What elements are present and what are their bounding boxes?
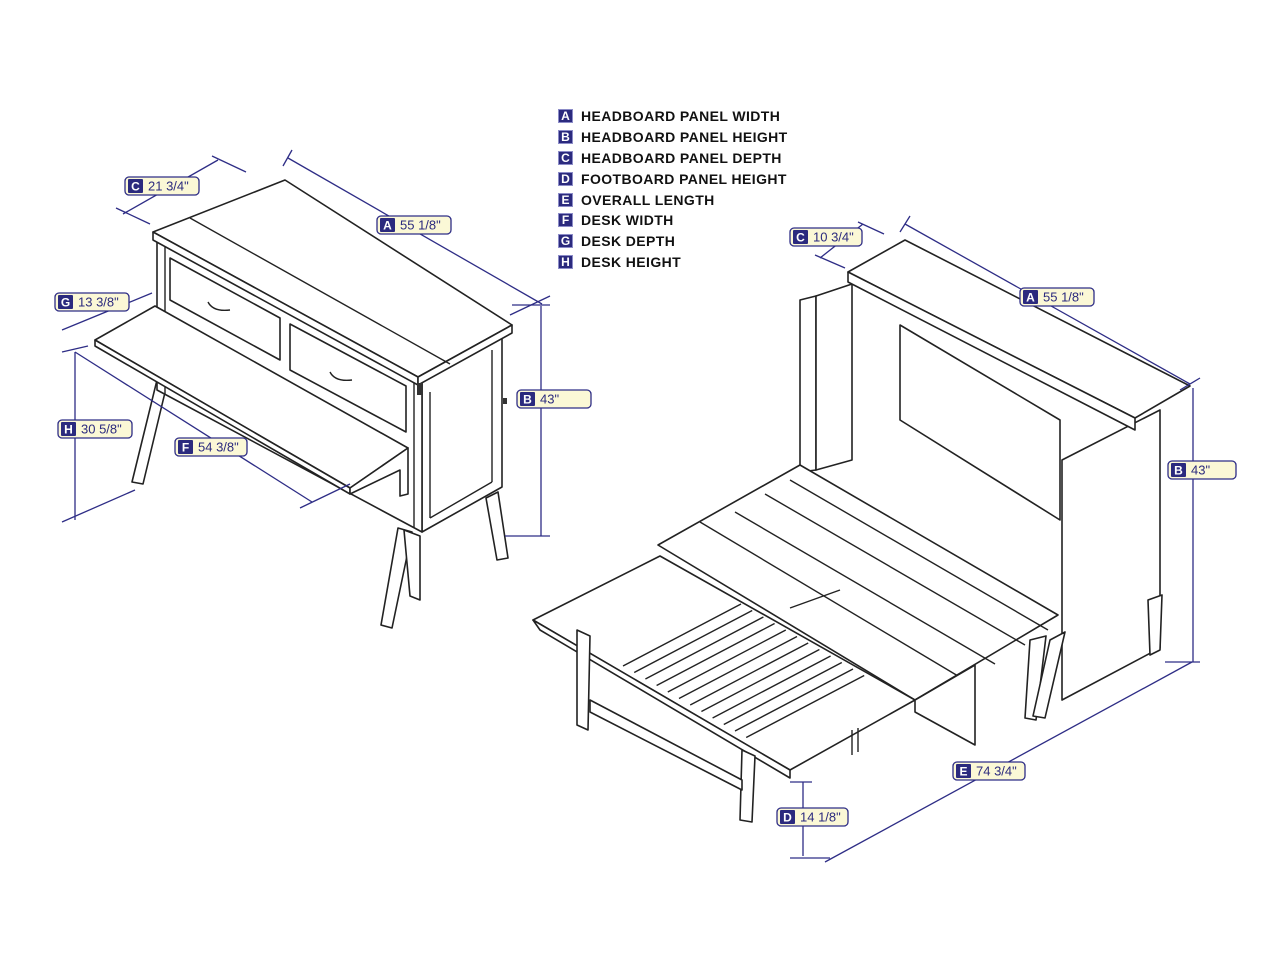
dimension-value: 74 3/4" [976,764,1017,779]
dimension-legend: A HEADBOARD PANEL WIDTH B HEADBOARD PANEL H… [558,106,788,272]
dimension-label-bed-e: E 74 3/4" [952,761,1026,781]
legend-text: FOOTBOARD PANEL HEIGHT [581,170,787,187]
dimension-label-cabinet-b: B 43" [516,389,592,409]
bed-slat [745,674,865,739]
bed-slat [645,616,764,680]
legend-item: C HEADBOARD PANEL DEPTH [558,148,788,169]
dimension-value: 54 3/8" [198,440,239,455]
legend-key-badge: F [558,213,573,228]
dimension-label-bed-c: C 10 3/4" [789,227,863,247]
dimension-key: H [64,423,73,437]
legend-key-badge: G [558,234,573,249]
dimension-label-cabinet-g: G 13 3/8" [54,292,130,312]
legend-item: F DESK WIDTH [558,210,788,231]
dimension-label-cabinet-a: A 55 1/8" [376,215,452,235]
legend-key-badge: A [558,109,573,124]
dimension-label-cabinet-c: C 21 3/4" [124,176,200,196]
bed-slat [701,648,820,713]
legend-item: B HEADBOARD PANEL HEIGHT [558,127,788,148]
legend-key-badge: B [558,130,573,145]
legend-text: DESK DEPTH [581,233,676,250]
dimension-value: 55 1/8" [400,218,441,233]
dimension-key: D [783,811,792,825]
dimension-value: 14 1/8" [800,810,841,825]
bed-drawing [532,239,1191,823]
legend-key-badge: H [558,254,573,269]
dimension-label-bed-d: D 14 1/8" [776,807,849,827]
dimension-key: G [61,296,70,310]
legend-text: DESK WIDTH [581,212,674,229]
legend-text: HEADBOARD PANEL WIDTH [581,108,781,125]
bed-slat [633,609,753,674]
dimension-value: 10 3/4" [813,230,854,245]
bed-slat [622,603,742,667]
dimension-key: B [1174,464,1183,478]
legend-text: HEADBOARD PANEL DEPTH [581,149,782,166]
legend-key-badge: E [558,192,573,207]
dimension-label-bed-b: B 43" [1167,460,1237,480]
legend-text: OVERALL LENGTH [581,191,715,208]
dimension-value: 43" [1191,463,1210,478]
dimension-key: E [959,765,967,779]
legend-text: HEADBOARD PANEL HEIGHT [581,129,788,146]
dimension-label-cabinet-f: F 54 3/8" [174,437,248,457]
dimension-key: C [796,231,805,245]
legend-item: G DESK DEPTH [558,231,788,252]
bed-slat [667,629,787,693]
bed-slat [656,622,775,687]
dimension-value: 43" [540,392,559,407]
dimension-value: 30 5/8" [81,422,122,437]
legend-item: E OVERALL LENGTH [558,189,788,210]
legend-text: DESK HEIGHT [581,253,682,270]
dimension-label-cabinet-h: H 30 5/8" [57,419,133,439]
dimension-key: A [383,219,392,233]
dimension-key: A [1026,291,1035,305]
dimension-key: C [131,180,140,194]
legend-item: D FOOTBOARD PANEL HEIGHT [558,168,788,189]
dimension-value: 13 3/8" [78,295,119,310]
dimension-key: B [523,393,532,407]
bed-slat [689,642,809,706]
dimension-value: 55 1/8" [1043,290,1084,305]
bed-slat [712,655,831,719]
dimension-value: 21 3/4" [148,179,189,194]
bed-slat [723,661,843,726]
bed-slat [678,635,798,700]
legend-item: H DESK HEIGHT [558,252,788,273]
legend-key-badge: D [558,171,573,186]
bed-slat [734,668,854,732]
dimension-label-bed-a: A 55 1/8" [1019,287,1095,307]
legend-key-badge: C [558,150,573,165]
cabinet-drawing [94,179,513,629]
legend-item: A HEADBOARD PANEL WIDTH [558,106,788,127]
dimension-key: F [182,441,189,455]
